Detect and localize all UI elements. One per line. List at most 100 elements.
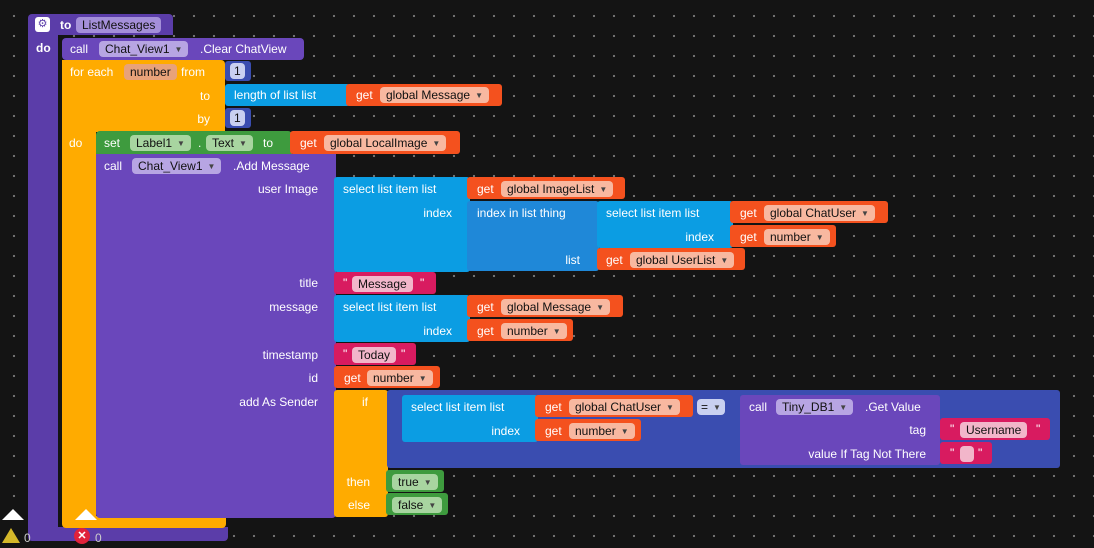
set-to-label: to [263, 136, 274, 150]
get-label: get [606, 253, 623, 267]
tinydb-value-if-label: value If Tag Not There [808, 447, 926, 461]
select-list-item-if-block[interactable] [402, 395, 538, 442]
collapse-caret-icon[interactable] [75, 509, 97, 520]
global-message-dropdown[interactable]: global Message▼ [380, 87, 489, 103]
set-label: set [104, 136, 121, 150]
chevron-down-icon: ▼ [666, 403, 674, 412]
chevron-down-icon: ▼ [620, 427, 629, 436]
text-empty-field[interactable] [960, 446, 974, 462]
by-number-value: 1 [234, 111, 241, 125]
quote-close: " [420, 276, 425, 290]
param-user-image-label: user Image [257, 182, 318, 196]
select-list-item-message-block[interactable] [334, 295, 470, 342]
select-list-item-chatuser-block[interactable] [597, 201, 733, 248]
length-of-list-block[interactable] [225, 84, 350, 106]
tinydb-method-label: .Get Value [865, 400, 921, 414]
text-message-value: Message [358, 277, 407, 291]
set-component-name: Label1 [136, 136, 173, 150]
chevron-down-icon: ▼ [713, 403, 721, 412]
quote-close: " [1036, 422, 1041, 436]
chevron-down-icon: ▼ [839, 403, 848, 412]
global-message-2-dropdown[interactable]: global Message ▼ [501, 299, 610, 315]
index-in-list-block[interactable] [467, 201, 599, 271]
param-timestamp-label: timestamp [262, 348, 318, 362]
add-message-block[interactable] [96, 154, 336, 518]
index-in-list-label: index in list thing [477, 206, 566, 220]
param-id-label: id [308, 371, 318, 385]
from-number-value: 1 [234, 64, 241, 78]
get-label: get [344, 371, 361, 385]
length-of-list-label: length of list list [234, 88, 317, 102]
by-number-field[interactable]: 1 [230, 110, 245, 126]
from-number-field[interactable]: 1 [230, 63, 245, 79]
select-list-item-label: select list item list [343, 182, 437, 196]
global-message-2-name: global Message [507, 300, 592, 314]
tinydb-call-label: call [749, 400, 768, 414]
number-3-dropdown[interactable]: number▼ [367, 370, 433, 386]
quote-close: " [978, 446, 983, 460]
for-each-label: for each [70, 65, 114, 79]
set-component-dropdown[interactable]: Label1▼ [130, 135, 191, 151]
get-label: get [545, 400, 562, 414]
get-label: get [477, 324, 494, 338]
global-userlist-dropdown[interactable]: global UserList▼ [630, 252, 735, 268]
get-label: get [477, 182, 494, 196]
true-value: true [398, 475, 419, 489]
clear-call-label: call [70, 42, 89, 56]
else-label: else [347, 498, 370, 512]
quote-open: " [950, 446, 955, 460]
chevron-down-icon: ▼ [552, 327, 561, 336]
param-title-label: title [299, 276, 318, 290]
global-localimage-name: global LocalImage [330, 136, 428, 150]
set-dot-label: . [198, 136, 202, 150]
number-dropdown[interactable]: number▼ [764, 229, 830, 245]
clear-component-dropdown[interactable]: Chat_View1▼ [99, 41, 189, 57]
if-then-else-block[interactable] [334, 390, 388, 517]
get-label: get [356, 88, 373, 102]
global-chatuser-name: global ChatUser [770, 206, 857, 220]
add-message-call-label: call [104, 159, 123, 173]
number-4-dropdown[interactable]: number▼ [569, 423, 635, 439]
text-today-field[interactable]: Today [352, 347, 397, 363]
equals-operator-dropdown[interactable]: =▼ [697, 399, 725, 415]
chevron-down-icon: ▼ [596, 303, 604, 312]
quote-open: " [343, 347, 348, 361]
error-icon[interactable]: ✕ [74, 528, 90, 544]
procedure-name: ListMessages [82, 18, 156, 32]
loop-variable-field[interactable]: number [124, 64, 177, 80]
text-message-field[interactable]: Message [352, 276, 413, 292]
quote-open: " [343, 276, 348, 290]
tinydb-component-dropdown[interactable]: Tiny_DB1▼ [776, 399, 854, 415]
select-list-item-image-block[interactable] [334, 177, 470, 272]
procedure-bottom [28, 527, 228, 541]
add-message-component-dropdown[interactable]: Chat_View1▼ [132, 158, 222, 174]
set-property-name: Text [212, 136, 235, 150]
text-username-value: Username [966, 423, 1022, 437]
global-imagelist-dropdown[interactable]: global ImageList▼ [501, 181, 614, 197]
text-username-field[interactable]: Username [960, 422, 1028, 438]
chevron-down-icon: ▼ [720, 256, 729, 265]
for-each-body-left [62, 130, 96, 518]
chevron-down-icon: ▼ [239, 139, 247, 148]
add-message-method-label: .Add Message [233, 159, 310, 173]
clear-method-label: .Clear ChatView [200, 42, 287, 56]
to-label: to [199, 89, 210, 103]
then-label: then [346, 475, 370, 489]
select-index-label: index [423, 206, 452, 220]
chevron-down-icon: ▼ [423, 478, 432, 487]
set-property-dropdown[interactable]: Text ▼ [206, 135, 253, 151]
collapse-caret-icon[interactable] [2, 509, 24, 520]
gear-icon[interactable]: ⚙ [35, 17, 50, 32]
tinydb-tag-label: tag [909, 423, 926, 437]
number-2-dropdown[interactable]: number ▼ [501, 323, 567, 339]
quote-close: " [401, 347, 406, 361]
number-2-name: number [507, 324, 548, 338]
procedure-name-field[interactable]: ListMessages [76, 17, 162, 33]
warning-icon[interactable] [2, 528, 20, 543]
true-dropdown[interactable]: true ▼ [392, 474, 438, 490]
global-message-name: global Message [386, 88, 471, 102]
false-dropdown[interactable]: false▼ [392, 497, 443, 513]
global-chatuser-dropdown[interactable]: global ChatUser▼ [764, 205, 875, 221]
global-chatuser-2-dropdown[interactable]: global ChatUser▼ [569, 399, 680, 415]
global-localimage-dropdown[interactable]: global LocalImage▼ [324, 135, 447, 151]
